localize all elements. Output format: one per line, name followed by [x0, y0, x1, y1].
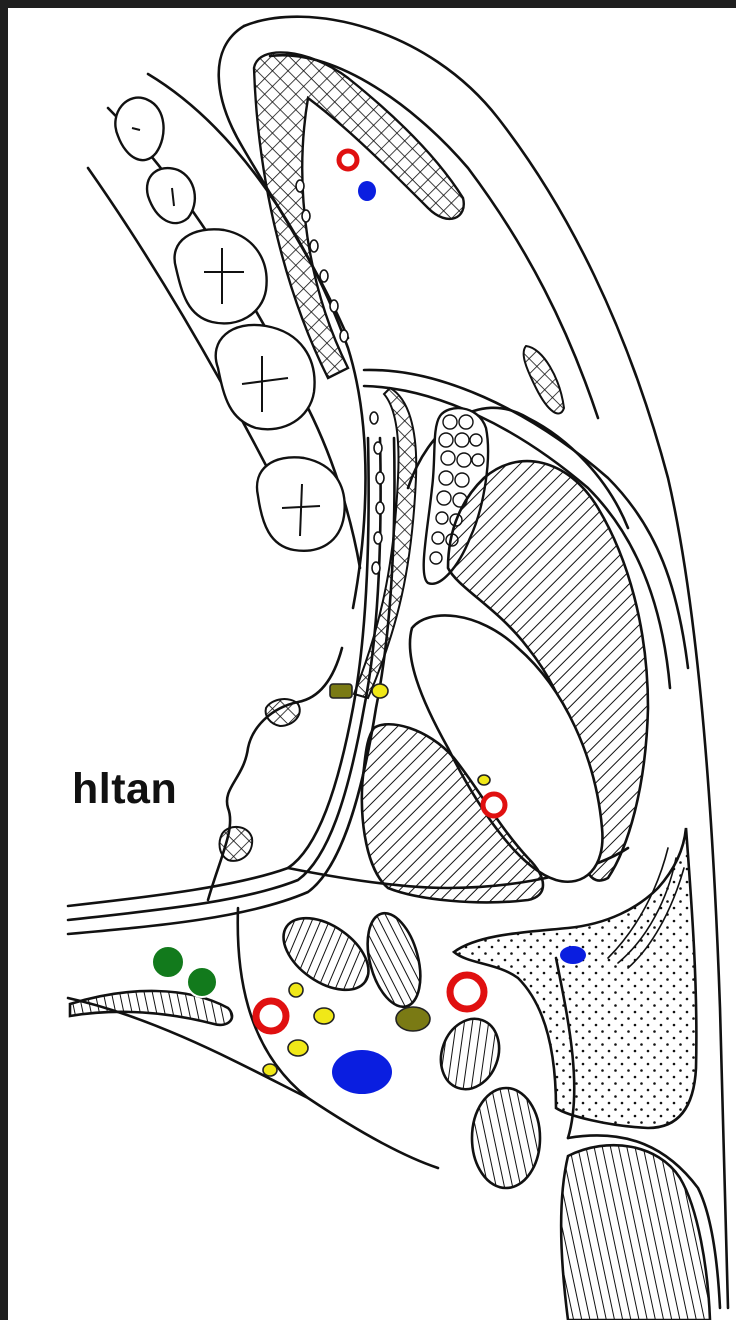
cartilage-1 [271, 904, 382, 1005]
cartilage-4 [472, 1088, 540, 1188]
crosshatch-tag-1 [266, 699, 300, 726]
epiglottis-outline [208, 648, 342, 900]
vein-lip [358, 181, 376, 201]
cricoid-block [561, 1145, 710, 1320]
artery-carotid [450, 975, 484, 1009]
diagram-label: hltan [72, 765, 177, 814]
crosshatch-tag-2 [220, 827, 253, 861]
vein-jugular [332, 1050, 392, 1094]
cartilage-3 [431, 1011, 508, 1098]
cartilage-2 [358, 907, 429, 1012]
lip-gland [254, 52, 464, 378]
tooth-incisor-2 [147, 168, 195, 223]
tooth-molar-1 [216, 325, 315, 429]
diagram-canvas: hltan [8, 8, 736, 1320]
artery-lip [339, 151, 357, 169]
lymph-nodes [152, 946, 217, 997]
artery-facial [256, 1001, 286, 1031]
tooth-premolar [175, 229, 267, 323]
small-gland [524, 346, 564, 414]
artery-lingual [483, 794, 505, 816]
anatomical-section-diagram [8, 8, 736, 1320]
vein-thyroid [560, 946, 586, 964]
